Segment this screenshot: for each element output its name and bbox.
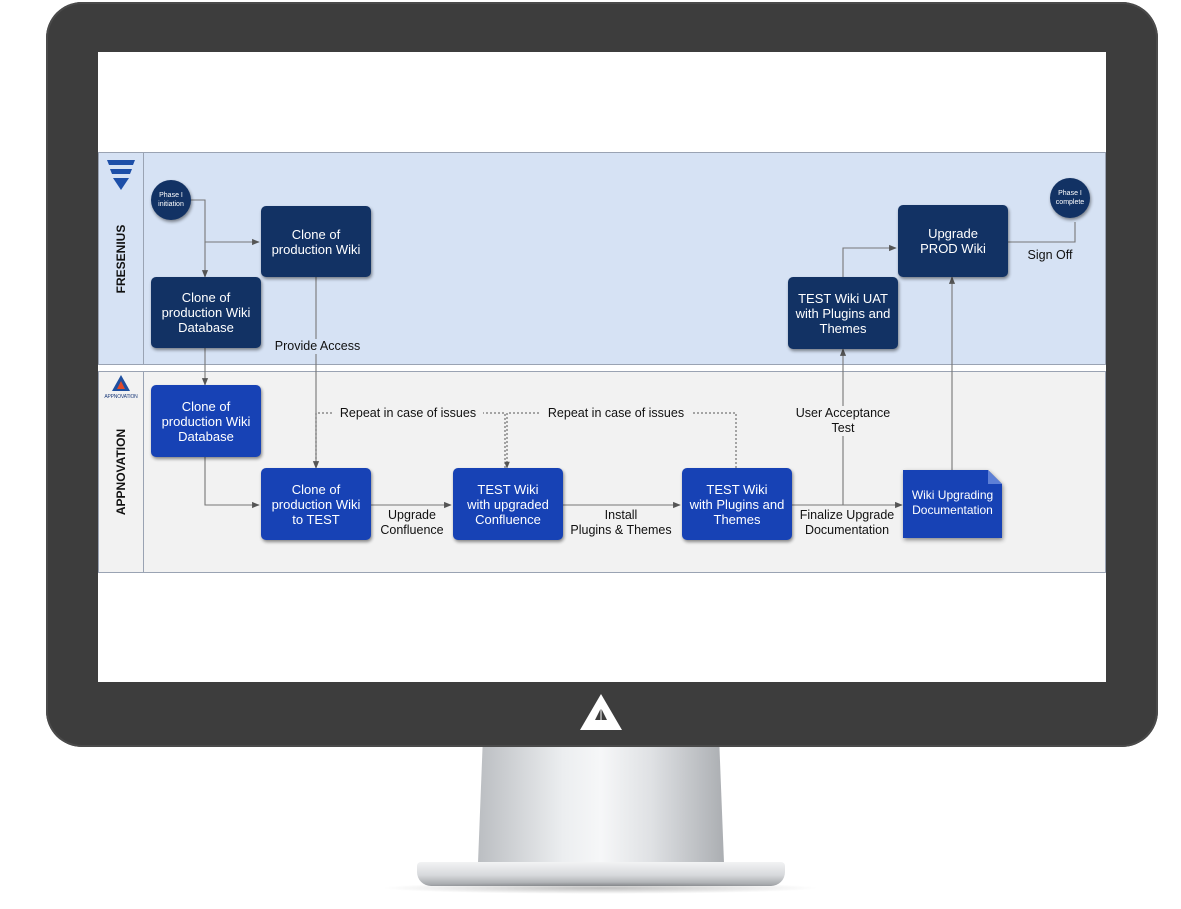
appnovation-logo-text: APPNOVATION: [104, 394, 138, 400]
upgrade-prod-wiki-node: Upgrade PROD Wiki: [898, 205, 1008, 277]
documentation-node-label: Wiki Upgrading Documentation: [911, 488, 994, 517]
monitor-stand-neck: [477, 747, 725, 875]
edge-db-clonetest: [204, 457, 260, 509]
lane-header-fresenius: FRESENIUS: [99, 153, 144, 364]
monitor-stand-shadow: [380, 882, 820, 894]
uat-node: TEST Wiki UAT with Plugins and Themes: [788, 277, 898, 349]
monitor-logo-icon: [580, 694, 622, 730]
appnovation-logo-icon: [112, 375, 130, 391]
edge-sign-off: [1008, 222, 1076, 243]
monitor-screen: FRESENIUS APPNOVATION APPNOVATION: [98, 52, 1106, 682]
test-plugins-node: TEST Wiki with Plugins and Themes: [682, 468, 792, 540]
edge-repeat-2: [504, 412, 737, 469]
clone-production-wiki-node: Clone of production Wiki: [261, 206, 371, 277]
fresenius-logo-icon: [107, 160, 135, 190]
label-upgrade-confluence: Upgrade Confluence: [380, 508, 444, 537]
clone-db-top-node: Clone of production Wiki Database: [151, 277, 261, 348]
phase-complete-node: Phase I complete: [1050, 178, 1090, 218]
swimlane-diagram: FRESENIUS APPNOVATION APPNOVATION: [98, 152, 1106, 574]
label-uat: User Acceptance Test: [786, 406, 900, 436]
edge-uat-upgrade: [842, 244, 897, 277]
label-provide-access: Provide Access: [270, 339, 365, 354]
label-finalize-doc: Finalize Upgrade Documentation: [799, 508, 895, 537]
phase-initiation-node: Phase I initiation: [151, 180, 191, 220]
clone-db-bottom-node: Clone of production Wiki Database: [151, 385, 261, 457]
test-upgraded-node: TEST Wiki with upgraded Confluence: [453, 468, 563, 540]
edge-initiation-clone: [189, 199, 260, 246]
label-install-plugins: Install Plugins & Themes: [570, 508, 672, 537]
monitor-stand-base: [417, 862, 785, 886]
edge-repeat-1: [313, 412, 506, 469]
lane-header-appnovation: APPNOVATION APPNOVATION: [99, 372, 144, 572]
label-repeat-2: Repeat in case of issues: [541, 406, 691, 421]
label-sign-off: Sign Off: [1027, 248, 1073, 262]
documentation-node-icon: [903, 470, 1002, 538]
label-repeat-1: Repeat in case of issues: [333, 406, 483, 421]
clone-to-test-node: Clone of production Wiki to TEST: [261, 468, 371, 540]
